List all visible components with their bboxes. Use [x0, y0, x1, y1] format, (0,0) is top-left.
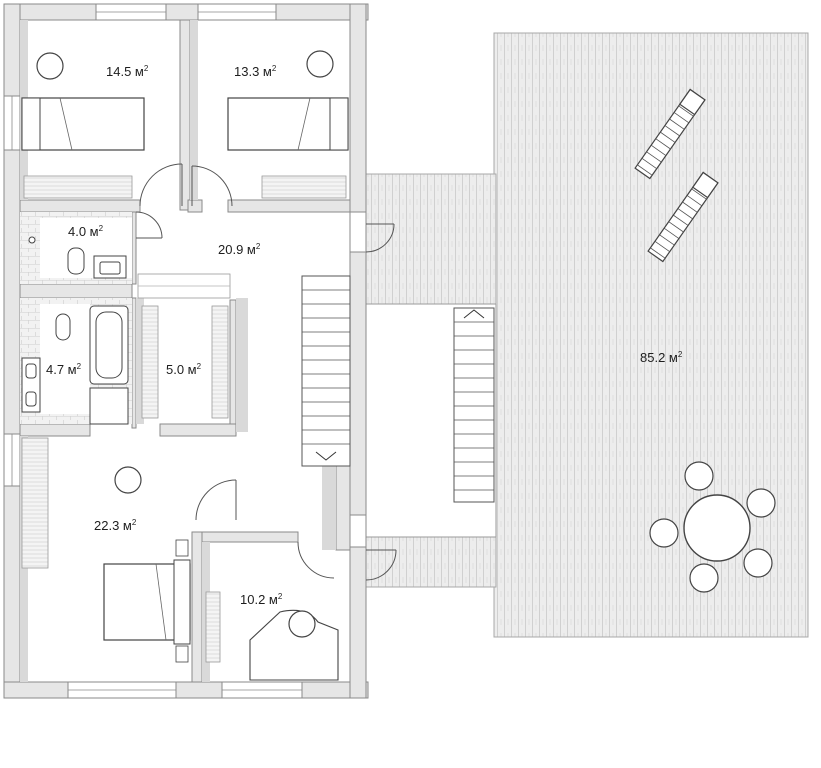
sun-lounger-1 — [634, 88, 706, 180]
area-labels: 14.5 м2 13.3 м2 4.0 м2 20.9 м2 4.7 м2 5.… — [46, 64, 683, 607]
bed-top-left — [21, 52, 145, 199]
wardrobe-racks — [137, 273, 231, 419]
bed-top-right — [227, 50, 349, 199]
bath-fixtures — [21, 305, 129, 425]
study-desk — [205, 591, 339, 681]
exterior-stairs — [453, 307, 495, 503]
room-area-bedroom-top-left: 14.5 м2 — [106, 64, 149, 79]
door-swings — [135, 163, 397, 581]
room-area-bedroom-top-right: 13.3 м2 — [234, 64, 277, 79]
sun-lounger-2 — [647, 171, 719, 263]
room-area-hall: 20.9 м2 — [218, 242, 261, 257]
room-area-wardrobe: 5.0 м2 — [166, 362, 202, 377]
room-area-study: 10.2 м2 — [240, 592, 283, 607]
room-area-bathroom-small: 4.0 м2 — [68, 224, 104, 239]
room-area-bathroom: 4.7 м2 — [46, 362, 82, 377]
small-bath-fixtures — [28, 236, 127, 279]
room-area-bedroom-bottom-left: 22.3 м2 — [94, 518, 137, 533]
round-table — [649, 461, 776, 593]
room-area-terrace: 85.2 м2 — [640, 350, 683, 365]
interior-stairs — [301, 275, 351, 467]
bed-bottom-left — [21, 437, 191, 663]
